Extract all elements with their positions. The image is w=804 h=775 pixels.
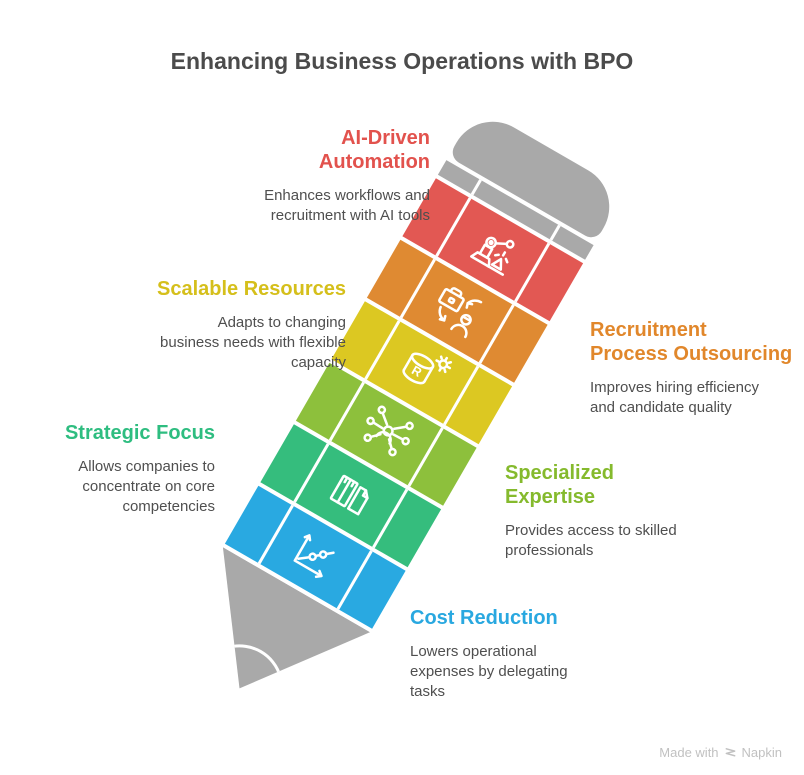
pencil-segment-recruitment-process-outsourcing — [366, 239, 548, 383]
label-ai-driven-automation: AI-Driven Automation Enhances workflows … — [180, 126, 430, 226]
label-strategic-heading: Strategic Focus — [64, 422, 215, 444]
watermark-text: Made with — [659, 745, 719, 760]
label-strategic-focus: Strategic Focus Allows companies to conc… — [0, 421, 215, 517]
label-cost-reduction: Cost Reduction Lowers operational expens… — [410, 606, 630, 702]
pencil-segment-scalable-resources: R — [331, 301, 513, 445]
label-scalable-description: Adapts to changing business needs with f… — [160, 314, 346, 371]
label-scalable-heading: Scalable Resources — [157, 278, 346, 300]
label-cost-description: Lowers operational expenses by delegatin… — [410, 643, 568, 700]
label-specialized-description: Provides access to skilled professionals — [505, 522, 677, 559]
label-ai-heading: AI-Driven Automation — [318, 127, 430, 173]
label-ai-description: Enhances workflows and recruitment with … — [264, 187, 430, 224]
label-recruitment-process-outsourcing: Recruitment Process Outsourcing Improves… — [590, 318, 800, 418]
books-icon — [330, 474, 369, 516]
label-recruitment-heading: Recruitment Process Outsourcing — [590, 319, 793, 365]
page-title: Enhancing Business Operations with BPO — [170, 48, 634, 74]
database-icon: R — [402, 352, 453, 384]
label-cost-heading: Cost Reduction — [410, 607, 558, 629]
watermark-brand: Napkin — [741, 745, 782, 760]
pencil-segment-ai-driven-automation — [402, 178, 584, 322]
robot-arm-icon — [470, 236, 515, 276]
label-specialized-heading: Specialized Expertise — [505, 462, 614, 508]
napkin-logo-icon — [725, 748, 735, 757]
chart-icon — [293, 533, 335, 578]
person-network-icon — [363, 405, 415, 456]
label-specialized-expertise: Specialized Expertise Provides access to… — [505, 461, 725, 561]
watermark: Made with Napkin — [659, 745, 782, 760]
pencil-segment-cost-reduction — [224, 485, 406, 629]
label-recruitment-description: Improves hiring efficiency and candidate… — [590, 379, 759, 416]
pencil-segment-strategic-focus — [260, 424, 442, 568]
pencil-graphic: R — [157, 106, 625, 745]
pencil-segment-specialized-expertise — [295, 362, 477, 506]
briefcase-exchange-icon — [438, 286, 483, 338]
label-scalable-resources: Scalable Resources Adapts to changing bu… — [96, 277, 346, 373]
svg-text:R: R — [409, 363, 424, 380]
label-strategic-description: Allows companies to concentrate on core … — [78, 458, 215, 515]
